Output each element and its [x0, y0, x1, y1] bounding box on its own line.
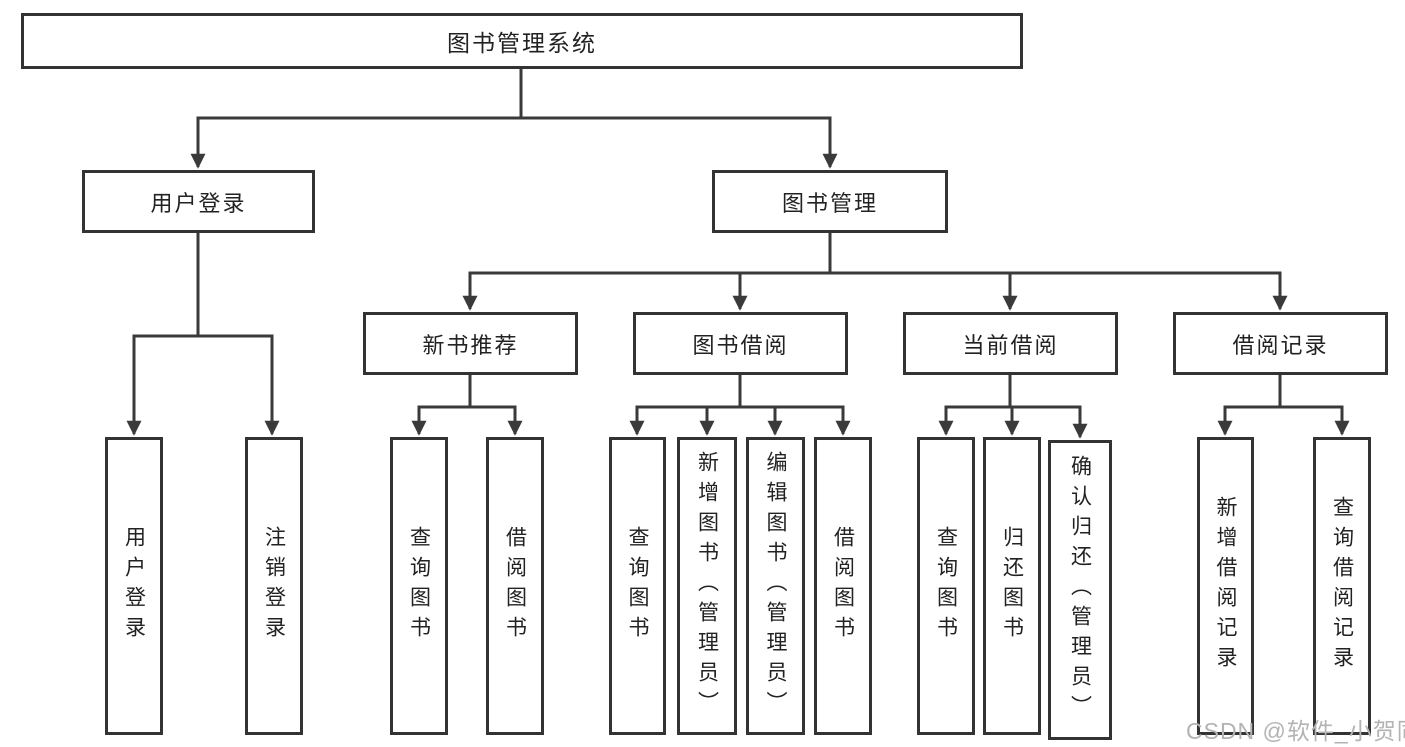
leaf-nb-borrow-books: 借阅图书 — [486, 437, 544, 735]
leaf-bb-add-book-admin-label: 新增图书（管理员） — [695, 451, 719, 721]
leaf-user-login-label: 用户登录 — [122, 526, 146, 646]
leaf-cb-return-books-label: 归还图书 — [1000, 526, 1024, 646]
node-book-borrowing-label: 图书借阅 — [692, 332, 789, 358]
node-book-management: 图书管理 — [712, 170, 948, 233]
leaf-cb-query-books: 查询图书 — [917, 437, 975, 735]
leaf-bb-query-books: 查询图书 — [609, 437, 666, 735]
node-root-label: 图书管理系统 — [447, 30, 597, 56]
node-new-book-recommend-label: 新书推荐 — [422, 332, 519, 358]
node-user-login-label: 用户登录 — [150, 190, 247, 216]
leaf-bb-edit-book-admin: 编辑图书（管理员） — [746, 437, 805, 735]
node-book-management-label: 图书管理 — [781, 190, 878, 216]
leaf-logout: 注销登录 — [245, 437, 303, 735]
node-new-book-recommend: 新书推荐 — [363, 312, 578, 375]
leaf-nb-query-books-label: 查询图书 — [407, 526, 431, 646]
leaf-bb-borrow-books: 借阅图书 — [814, 437, 872, 735]
leaf-user-login: 用户登录 — [105, 437, 163, 735]
leaf-br-add-record: 新增借阅记录 — [1197, 437, 1254, 735]
leaf-nb-query-books: 查询图书 — [390, 437, 448, 735]
leaf-cb-confirm-return-admin: 确认归还（管理员） — [1048, 440, 1112, 740]
leaf-bb-add-book-admin: 新增图书（管理员） — [677, 437, 737, 735]
node-current-borrowing: 当前借阅 — [903, 312, 1118, 375]
leaf-bb-query-books-label: 查询图书 — [626, 526, 649, 646]
leaf-bb-edit-book-admin-label: 编辑图书（管理员） — [764, 451, 787, 721]
leaf-logout-label: 注销登录 — [262, 526, 286, 646]
node-borrowing-records: 借阅记录 — [1173, 312, 1388, 375]
node-user-login: 用户登录 — [82, 170, 315, 233]
leaf-br-query-record-label: 查询借阅记录 — [1330, 496, 1354, 676]
leaf-cb-return-books: 归还图书 — [983, 437, 1041, 735]
node-current-borrowing-label: 当前借阅 — [962, 332, 1059, 358]
node-borrowing-records-label: 借阅记录 — [1232, 332, 1329, 358]
leaf-br-add-record-label: 新增借阅记录 — [1214, 496, 1237, 676]
leaf-cb-query-books-label: 查询图书 — [934, 526, 958, 646]
leaf-cb-confirm-return-admin-label: 确认归还（管理员） — [1068, 455, 1092, 725]
leaf-br-query-record: 查询借阅记录 — [1313, 437, 1371, 735]
node-root-library-system: 图书管理系统 — [21, 13, 1023, 69]
leaf-nb-borrow-books-label: 借阅图书 — [503, 526, 527, 646]
node-book-borrowing: 图书借阅 — [633, 312, 848, 375]
leaf-bb-borrow-books-label: 借阅图书 — [831, 526, 855, 646]
